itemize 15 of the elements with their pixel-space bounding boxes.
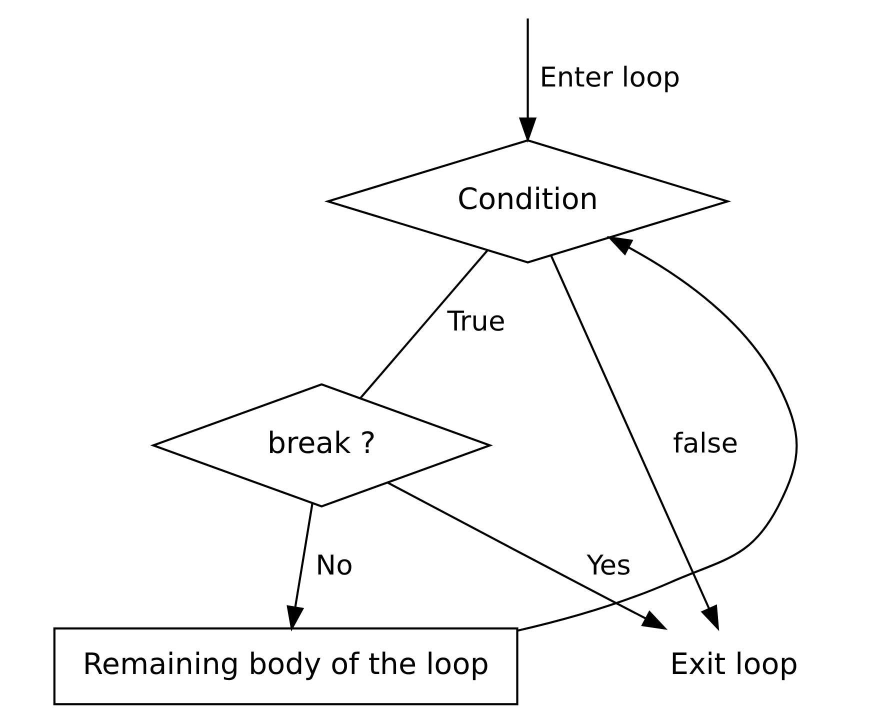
arrow [517,236,798,632]
arrow [550,255,720,632]
arrow [518,18,537,143]
node-diamond: Condition [324,139,732,264]
node-box: Remaining body of the loop [53,627,518,706]
edge-label: false [673,428,738,460]
node-diamond: break ? [150,383,493,508]
arrow [388,482,668,630]
connector [360,250,488,399]
edge-label: Enter loop [540,62,680,94]
edge-label: True [447,306,506,338]
edge-label: Yes [586,550,631,582]
edge-label: No [316,550,353,582]
arrow [286,503,314,632]
node-text: Exit loop [670,647,798,682]
